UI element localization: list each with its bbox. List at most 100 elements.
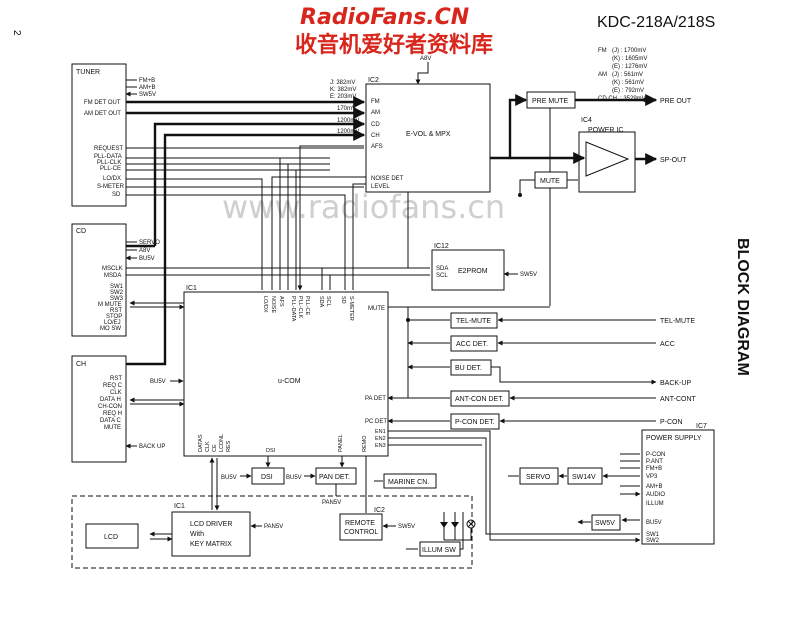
e2prom-scl: SCL bbox=[436, 273, 448, 279]
ch-line-clk: CLK bbox=[110, 390, 122, 396]
ucom-pin-noise: NOISE bbox=[270, 296, 276, 313]
cd-line-stop: STOP bbox=[106, 314, 122, 320]
ch-block bbox=[71, 355, 127, 463]
lcd-driver-line1: LCD DRIVER bbox=[190, 521, 232, 528]
ucom-title: u-COM bbox=[278, 378, 301, 385]
ucom-pin-clk: CLK bbox=[205, 441, 211, 452]
evol-in-cd: CD bbox=[371, 122, 380, 128]
evol-inputs: FM AM CD CH AFS NOISE DET LEVEL J: 382mV… bbox=[330, 80, 404, 190]
ucom-pin-panel: PANEL bbox=[338, 434, 344, 452]
bu-det-title: BU DET. bbox=[455, 365, 482, 372]
tuner-line-pllclk: PLL-CLK bbox=[97, 160, 121, 166]
p-con-title: P-CON DET. bbox=[455, 419, 495, 426]
ucom-pin-scl: SCL bbox=[325, 296, 331, 307]
ps-pin-amb: AM+B bbox=[646, 484, 663, 490]
panel-ic1-tag: IC1 bbox=[174, 503, 185, 510]
ucom-tag: IC1 bbox=[186, 285, 197, 292]
lcd-driver-block bbox=[171, 511, 251, 557]
sw5v-title: SW5V bbox=[595, 520, 615, 527]
lcd-block bbox=[85, 523, 139, 549]
ucom-pin-afs: AFS bbox=[278, 296, 284, 307]
ucom-right-pins: MUTE PA DET PC DET bbox=[365, 306, 387, 425]
ucom-pin-ce: CE bbox=[212, 444, 218, 452]
page-number: 2 bbox=[11, 30, 22, 36]
level-fm-label: FM bbox=[598, 48, 607, 54]
cd-title: CD bbox=[76, 228, 86, 235]
marine-title: MARINE CN. bbox=[388, 479, 429, 486]
ucom-pin-lodx: LO/DX bbox=[262, 296, 268, 313]
pan-det-supply: BU5V bbox=[286, 475, 302, 481]
illum-sw-title: ILLUM SW bbox=[422, 547, 456, 554]
level-fm-k: (K) : 1605mV bbox=[612, 56, 647, 62]
ucom-pin-pllce: PLL-CE bbox=[304, 296, 310, 316]
ucom-pin-en3: EN3 bbox=[375, 443, 386, 449]
tuner-out-fm: FM DET OUT bbox=[84, 100, 121, 106]
cd-line-rst: RST bbox=[110, 308, 122, 314]
tuner-line-lodx: LO/DX bbox=[103, 176, 121, 182]
ch-line-rst: RST bbox=[110, 376, 122, 382]
backup-out: BACK-UP bbox=[660, 380, 691, 387]
ucom-pin-dsi: DSI bbox=[266, 448, 276, 454]
tuner-pins: FM+B AM+B SW5V FM DET OUT AM DET OUT REQ… bbox=[84, 78, 156, 198]
panel-ic2-tag: IC2 bbox=[374, 507, 385, 514]
ps-pin-sw2: SW2 bbox=[646, 538, 660, 544]
ps-pin-audio: AUDIO bbox=[646, 492, 665, 498]
power-supply-block bbox=[641, 429, 715, 545]
sw14v-block bbox=[567, 467, 603, 485]
tuner-line-plldata: PLL-DATA bbox=[94, 154, 122, 160]
ant-con-title: ANT-CON DET. bbox=[455, 396, 504, 403]
level-fm-j: (J) : 1700mV bbox=[612, 48, 646, 54]
ps-pin-pant: P.ANT bbox=[646, 459, 663, 465]
dsi-title: DSI bbox=[261, 474, 273, 481]
ucom-pin-sd: SD bbox=[340, 296, 346, 304]
ch-line-chcon: CH-CON bbox=[98, 404, 122, 410]
tuner-block bbox=[71, 63, 127, 207]
ps-pin-sw1: SW1 bbox=[646, 532, 660, 538]
watermark-brand: RadioFans.CN bbox=[300, 5, 469, 30]
sw5v-block bbox=[591, 514, 621, 531]
tel-mute-out: TEL-MUTE bbox=[660, 318, 695, 325]
tuner-line-request: REQUEST bbox=[94, 146, 123, 152]
ch-backup-label: BACK UP bbox=[139, 444, 165, 450]
p-con-block bbox=[450, 413, 500, 430]
power-ic-tag: IC4 bbox=[581, 117, 592, 124]
ps-pin-illum: ILLUM bbox=[646, 501, 664, 507]
level-am-e: (E) : 792mV bbox=[612, 88, 644, 94]
ucom-pin-pcdet: PC DET bbox=[365, 419, 387, 425]
evol-noise-det: NOISE DET bbox=[371, 176, 404, 182]
evol-mpx-block bbox=[365, 83, 491, 193]
ucom-pin-en2: EN2 bbox=[375, 436, 386, 442]
acc-det-title: ACC DET. bbox=[456, 341, 488, 348]
dsi-block bbox=[251, 467, 285, 485]
lcd-driver-line3: KEY MATRIX bbox=[190, 541, 232, 548]
servo-title: SERVO bbox=[526, 474, 551, 481]
evol-level-k: K: 382mV bbox=[330, 87, 356, 93]
ucom-pin-smeter: S-METER bbox=[348, 296, 354, 321]
tuner-pin-amb: AM+B bbox=[139, 85, 156, 91]
mute-title: MUTE bbox=[540, 178, 560, 185]
evol-level-j: J: 382mV bbox=[330, 80, 355, 86]
tuner-line-pllce: PLL-CE bbox=[100, 166, 121, 172]
level-am-j: (J) : 561mV bbox=[612, 72, 643, 78]
remote-line1: REMOTE bbox=[345, 520, 375, 527]
ps-pin-bu5v: BU5V bbox=[646, 520, 662, 526]
pre-mute-title: PRE MUTE bbox=[532, 98, 569, 105]
cd-pin-a8v: A8V bbox=[139, 248, 150, 254]
cd-line-msda: MSDA bbox=[104, 273, 121, 279]
pre-out-label: PRE OUT bbox=[660, 98, 692, 105]
e2prom-title: E2PROM bbox=[458, 268, 488, 275]
side-title: BLOCK DIAGRAM bbox=[734, 238, 751, 376]
evol-level: LEVEL bbox=[371, 184, 390, 190]
level-am-label: AM bbox=[598, 72, 607, 78]
p-con-out: P-CON bbox=[660, 419, 683, 426]
ucom-pin-res: RES bbox=[226, 440, 232, 452]
watermark-subtitle: 收音机爱好者资料库 bbox=[295, 32, 493, 58]
ucom-top-pins: LO/DX NOISE AFS PLL-DATA PLL-CLK PLL-CE … bbox=[262, 296, 354, 322]
remote-control-block bbox=[339, 513, 383, 541]
ucom-pin-en1: EN1 bbox=[375, 429, 386, 435]
cd-line-sw2: SW2 bbox=[110, 290, 124, 296]
evol-cd-level: 1200mV bbox=[337, 118, 359, 124]
evol-ch-level: 1200mV bbox=[337, 129, 359, 135]
ucom-pin-padet: PA DET bbox=[365, 396, 386, 402]
